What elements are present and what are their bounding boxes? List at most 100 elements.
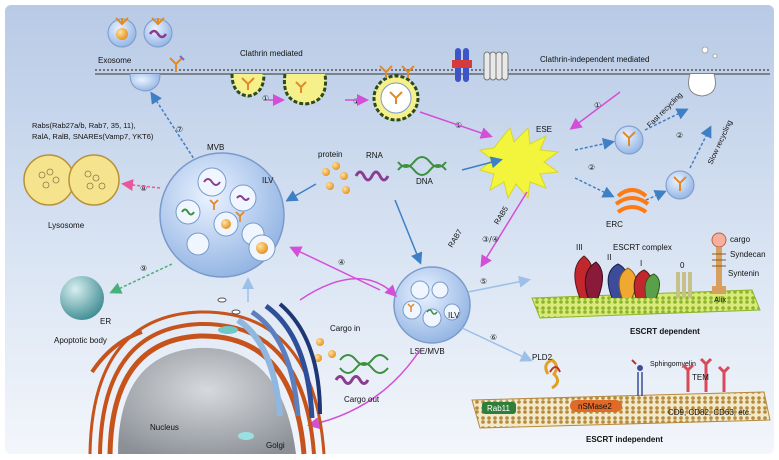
arrow-cargo-to-lse (394, 199, 423, 265)
step-2-a: ② (676, 131, 683, 140)
rabs-line-2: RalA, RalB, SNAREs(Vamp7, YKT6) (32, 132, 154, 141)
step-8: ⑧ (140, 184, 147, 193)
nsmase2-label: nSMase2 (578, 402, 612, 411)
er-label: ER (100, 317, 111, 326)
ese-label: ESE (536, 125, 552, 134)
arrow-slow-to-membrane (689, 125, 712, 169)
tem-label: TEM (692, 373, 709, 382)
alix-label: Alix (714, 295, 726, 304)
step-3-4: ③/④ (482, 235, 499, 244)
cargo-out-label: Cargo out (344, 395, 380, 404)
nucleus-and-er (88, 310, 326, 455)
protein-label: protein (318, 150, 342, 159)
escrt-i (633, 269, 660, 299)
cargo-label: cargo (730, 235, 751, 244)
released-exosome-1 (107, 17, 137, 48)
arrow-ese-to-lse (480, 191, 528, 268)
escrt-0-label: 0 (680, 261, 685, 270)
syndecan-syntenin-alix (711, 232, 727, 294)
cell-background (5, 5, 774, 454)
escrt-independent-membrane (471, 391, 771, 429)
multivesicular-body (159, 152, 285, 278)
protein-cargo (322, 162, 350, 194)
arrow-cargo-to-mvb (285, 183, 317, 202)
cargo-in-proteins (314, 338, 336, 362)
step-1-d: ① (594, 101, 601, 110)
arrow-vesicle-to-ese (419, 111, 493, 139)
escrt-complex-label: ESCRT complex (613, 243, 672, 252)
rab11-box (482, 402, 516, 414)
escrt-i-label: I (640, 259, 642, 268)
rabs-line-1: Rabs(Rab27a/b, Rab7, 35, 11), (32, 121, 136, 130)
endocytic-recycling-compartment (614, 188, 650, 214)
exosome-release-invagination (129, 55, 185, 92)
arrow-lse-to-escrt (467, 275, 531, 293)
clathrin-pit-2 (282, 73, 328, 106)
membrane-receptor-blue (452, 48, 472, 82)
arrow-golgi-to-lse (299, 277, 398, 301)
arrow-mvb-to-membrane (150, 91, 197, 163)
escrt-ii-label: II (607, 253, 611, 262)
step-7: ⑦ (176, 125, 183, 134)
lse-ilv-label: ILV (448, 311, 460, 320)
arrow-lse-to-golgi (307, 349, 421, 429)
step-9: ⑨ (140, 264, 147, 273)
nucleus-label: Nucleus (150, 423, 179, 432)
membrane-channel (483, 51, 509, 81)
apoptotic-body (60, 276, 104, 320)
escrt-iii (574, 255, 603, 299)
step-1-b: ① (353, 97, 360, 106)
dna-label: DNA (416, 177, 434, 186)
rna-cargo (354, 170, 390, 182)
rna-label: RNA (366, 151, 384, 160)
released-exosome-2 (143, 17, 173, 48)
cargo-dna (339, 354, 389, 374)
syndecan-label: Syndecan (730, 250, 766, 259)
cargo-in-label: Cargo in (330, 324, 360, 333)
arrow-lse-to-escrt-independent (461, 327, 533, 362)
arrow-fast-to-membrane (644, 108, 689, 131)
clathrin-independent-label: Clathrin-independent mediated (540, 55, 649, 64)
step-1-a: ① (262, 94, 269, 103)
tetraspanin-microdomain (681, 357, 731, 392)
cargo-rna (334, 375, 370, 385)
clathrin-coated-vesicle (372, 65, 420, 122)
escrt-0 (676, 272, 692, 298)
arrow-ese-to-fast (574, 138, 615, 151)
apoptotic-body-label: Apoptotic body (54, 336, 107, 345)
clathrin-independent-pit (688, 46, 718, 97)
mvb-label: MVB (207, 143, 224, 152)
fast-recycling-vesicle (614, 125, 644, 155)
clathrin-mediated-label: Clathrin mediated (240, 49, 303, 58)
late-sorting-endosome (393, 266, 471, 344)
slow-recycling-vesicle (665, 170, 695, 200)
step-6: ⑥ (490, 333, 497, 342)
arrow-lse-to-mvb (289, 246, 381, 291)
arrow-independent-to-ese (569, 91, 621, 130)
lysosome-label: Lysosome (48, 221, 85, 230)
clathrin-pit-1 (230, 73, 266, 98)
syntenin-label: Syntenin (728, 269, 759, 278)
rab11-label: Rab11 (487, 404, 511, 413)
pld2-protein (544, 358, 561, 390)
golgi-label: Golgi (266, 441, 285, 450)
arrow-ese-to-erc (574, 177, 615, 198)
pld2-label: PLD2 (532, 353, 553, 362)
golgi-apparatus (217, 297, 322, 440)
arrow-cargo-to-ese (461, 156, 503, 171)
step-4: ④ (338, 258, 345, 267)
step-5: ⑤ (480, 277, 487, 286)
step-2-b: ② (588, 163, 595, 172)
escrt-iii-label: III (576, 243, 583, 252)
lysosome (23, 154, 120, 206)
sphingomyelin (631, 359, 643, 396)
erc-label: ERC (606, 220, 623, 229)
nsmase2-box (570, 400, 622, 412)
sphingomyelin-label: Sphingomyelin (650, 361, 696, 368)
dna-cargo (397, 156, 447, 176)
arrow-erc-to-slow (645, 190, 667, 202)
early-sorting-endosome (478, 126, 560, 200)
arrow-mvb-to-apoptotic (109, 263, 173, 294)
